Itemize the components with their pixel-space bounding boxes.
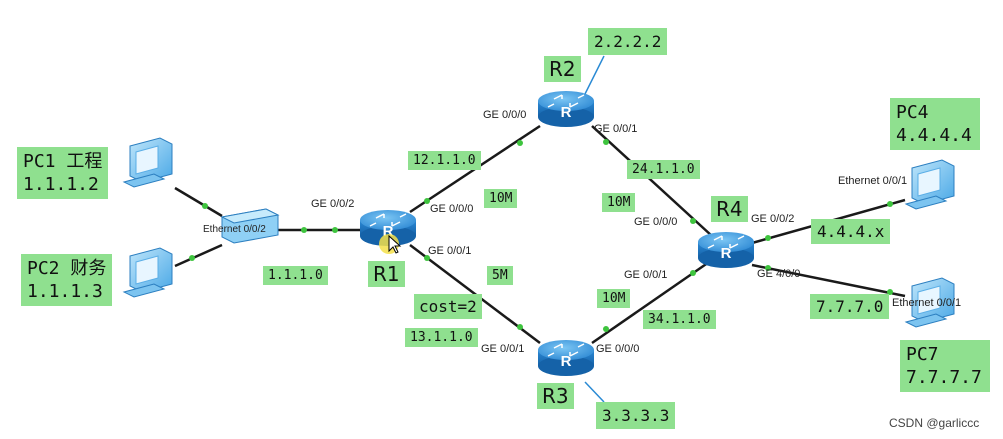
network-r3-r4: 34.1.1.0	[643, 310, 716, 329]
port-r2-ge001: GE 0/0/1	[594, 123, 638, 135]
port-r3-ge000: GE 0/0/0	[596, 343, 640, 355]
bandwidth-r2-r4: 10M	[602, 193, 636, 212]
port-r1-ge000: GE 0/0/0	[430, 203, 474, 215]
bandwidth-r1-r3: 5M	[487, 266, 513, 285]
port-pc7-eth: Ethernet 0/0/1	[892, 297, 962, 309]
port-r1-ge001: GE 0/0/1	[428, 245, 472, 257]
port-r3-ge001: GE 0/0/1	[481, 343, 525, 355]
router-r2-name: R2	[544, 56, 581, 82]
pc1-name: PC1 工程	[23, 151, 103, 172]
link-pc2-switch	[174, 243, 223, 268]
router-r1-name: R1	[368, 261, 405, 287]
port-r4-ge400: GE 4/0/0	[757, 268, 801, 280]
router-r2-icon[interactable]	[537, 90, 595, 128]
bandwidth-r1-r2: 10M	[484, 189, 518, 208]
pc2-name: PC2 财务	[27, 258, 107, 279]
pc4-icon[interactable]	[905, 159, 955, 210]
port-switch-eth: Ethernet 0/0/2	[203, 224, 266, 235]
mouse-cursor-icon	[388, 234, 402, 254]
port-dots	[189, 139, 893, 332]
pc7-ip: 7.7.7.7	[906, 367, 982, 388]
router-r4-icon[interactable]	[697, 231, 755, 269]
port-r4-ge002: GE 0/0/2	[751, 213, 795, 225]
pc2-ip: 1.1.1.3	[27, 281, 103, 302]
router-r4-name: R4	[711, 196, 748, 222]
port-r4-ge000: GE 0/0/0	[634, 216, 678, 228]
port-r4-ge001: GE 0/0/1	[624, 269, 668, 281]
r3-loopback-label: 3.3.3.3	[596, 402, 676, 429]
port-r1-ge002: GE 0/0/2	[311, 198, 355, 210]
network-r1-r3: 13.1.1.0	[405, 328, 478, 347]
link-r4-pc7	[751, 263, 906, 298]
pc7-name: PC7	[906, 344, 939, 365]
network-r2-r4: 24.1.1.0	[627, 160, 700, 179]
watermark: CSDN @garliccc	[889, 416, 980, 430]
network-lan-pc7: 7.7.7.0	[810, 294, 890, 319]
link-r2-loopback	[584, 55, 605, 95]
link-r3-loopback	[584, 381, 605, 403]
pc1-ip: 1.1.1.2	[23, 174, 99, 195]
router-r3-name: R3	[537, 383, 574, 409]
switch-icon[interactable]	[220, 208, 280, 244]
port-pc4-eth: Ethernet 0/0/1	[838, 175, 908, 187]
network-lan-pc4: 4.4.4.x	[811, 219, 891, 244]
link-pc1-switch	[174, 186, 223, 218]
link-r2-r4	[591, 125, 713, 237]
r2-loopback-label: 2.2.2.2	[588, 28, 668, 55]
bandwidth-r3-r4: 10M	[597, 289, 631, 308]
pc4-ip: 4.4.4.4	[896, 125, 972, 146]
network-r1-r2: 12.1.1.0	[408, 151, 481, 170]
pc4-name: PC4	[896, 102, 929, 123]
port-r2-ge000: GE 0/0/0	[483, 109, 527, 121]
router-r3-icon[interactable]	[537, 339, 595, 377]
pc1-icon[interactable]	[123, 137, 173, 188]
cost-label: cost=2	[414, 294, 482, 319]
network-lan-r1: 1.1.1.0	[263, 266, 328, 285]
pc2-icon[interactable]	[123, 247, 173, 298]
